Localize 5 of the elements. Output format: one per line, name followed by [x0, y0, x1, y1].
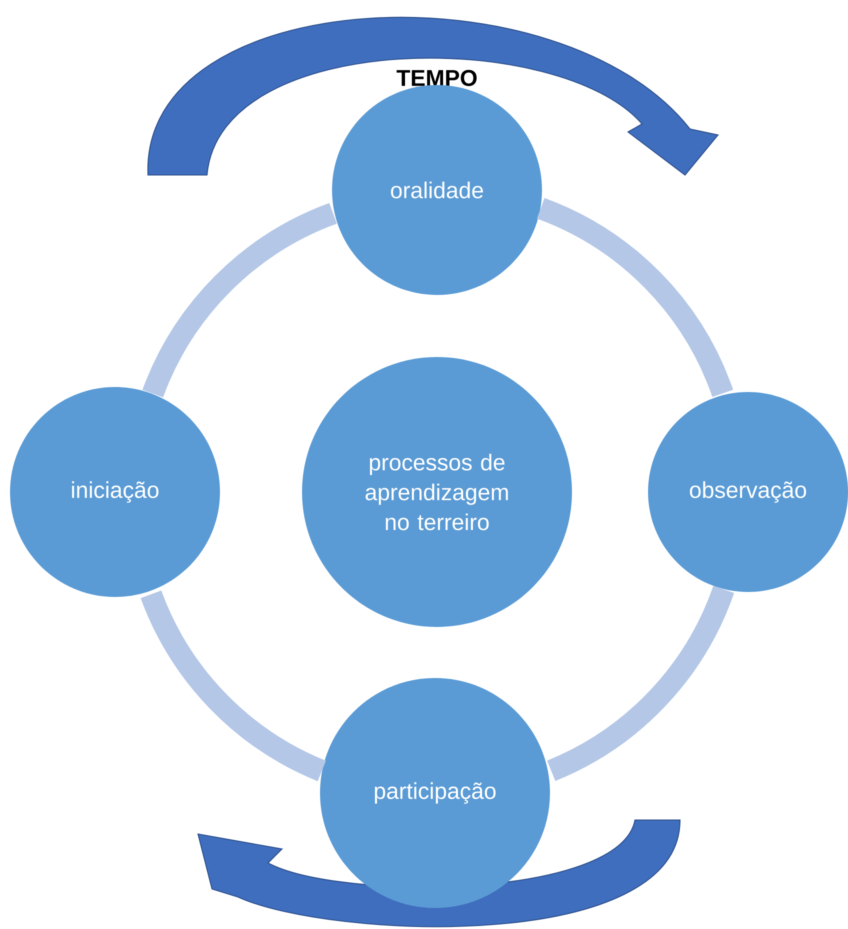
ring-segment — [546, 585, 734, 781]
heading: TEMPO — [396, 70, 477, 86]
ring-segment — [140, 590, 326, 782]
ring-segment — [142, 203, 338, 398]
ring-segment — [536, 198, 734, 398]
